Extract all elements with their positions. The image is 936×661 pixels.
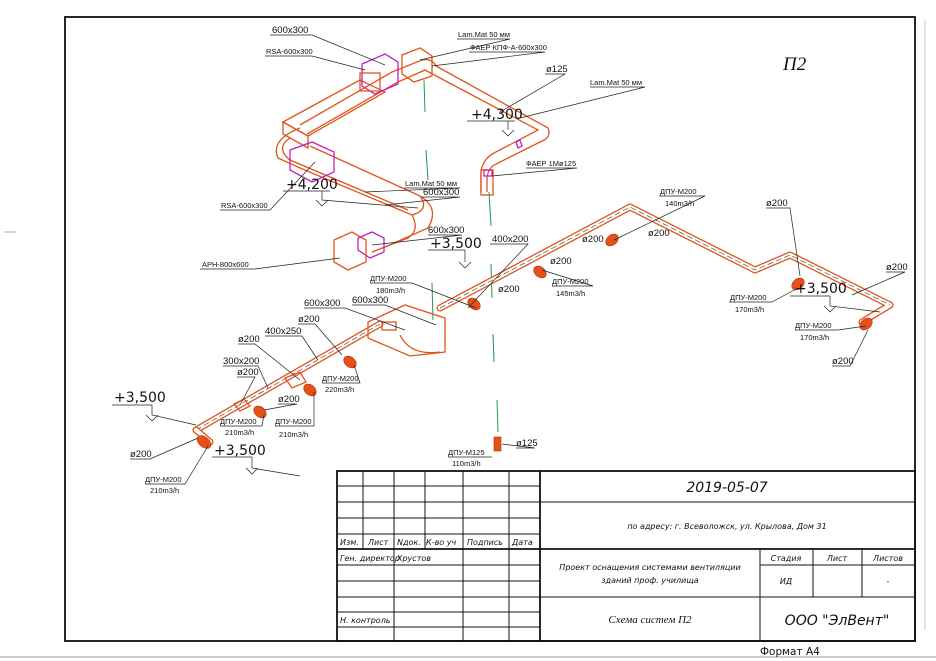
diffuser-icon xyxy=(343,355,357,369)
name-director: Хрустов xyxy=(396,554,431,563)
elevation-label: +4,300 xyxy=(471,107,523,123)
airflow-label: 145m3/h xyxy=(556,289,585,298)
header-count: К-во уч xyxy=(426,538,456,547)
duct-size-label: 600x300 xyxy=(423,187,459,198)
stage-value: ИД xyxy=(780,577,792,586)
airflow-label: 180m3/h xyxy=(376,286,405,295)
project-address: по адресу: г. Всеволожск, ул. Крылова, Д… xyxy=(627,522,826,531)
diffuser-label: ДПУ-М200 xyxy=(795,321,832,330)
company-name: ООО "ЭлВент" xyxy=(785,613,890,629)
diameter-label: ø200 xyxy=(237,367,259,378)
insulation-label: Lam.Mat 50 мм xyxy=(590,78,642,87)
diffuser-icon xyxy=(533,265,547,279)
drawing-labels: 600x300 RSA-600x300 Lam.Mat 50 мм ФАЕР К… xyxy=(114,25,908,495)
diffuser-label: ДПУ-М200 xyxy=(322,374,359,383)
project-name-line1: Проект оснащения системами вентиляции xyxy=(559,563,740,572)
damper-label: RSA-600x300 xyxy=(266,47,313,56)
diffuser-label: ДПУ-М200 xyxy=(220,417,257,426)
project-name-line2: зданий проф. училища xyxy=(601,576,698,585)
diameter-label: ø200 xyxy=(130,449,152,460)
riser-lines xyxy=(423,79,499,433)
diffuser-label: ДПУ-М200 xyxy=(552,277,589,286)
header-doc-number: Nдок. xyxy=(397,538,421,547)
sheet-header: Лист xyxy=(826,554,848,563)
valve-label: ФАЕР КПФ-А-600x300 xyxy=(470,43,547,52)
upper-duct-system xyxy=(275,47,550,271)
airflow-label: 170m3/h xyxy=(735,305,764,314)
diffuser-label: ДПУ-М200 xyxy=(370,274,407,283)
duct-size-label: 600x300 xyxy=(304,298,340,309)
diameter-label: ø200 xyxy=(298,314,320,325)
diffuser-icon xyxy=(303,383,317,397)
elevation-marks xyxy=(112,120,881,477)
diameter-label: ø200 xyxy=(582,234,604,245)
airflow-label: 210m3/h xyxy=(225,428,254,437)
diffuser-label: ДПУ-М200 xyxy=(730,293,767,302)
diffuser-icon xyxy=(467,297,481,311)
diameter-label: ø200 xyxy=(886,262,908,273)
diameter-label: ø200 xyxy=(238,334,260,345)
sheets-value: - xyxy=(887,577,890,586)
elevation-label: +4,200 xyxy=(286,177,338,193)
duct-size-label: 300x200 xyxy=(223,356,259,367)
leader-lines xyxy=(130,34,906,485)
diameter-label: ø200 xyxy=(550,256,572,267)
diffuser-icon xyxy=(859,317,873,331)
diameter-label: ø200 xyxy=(498,284,520,295)
diffuser-icon xyxy=(253,405,267,419)
diameter-label: ø200 xyxy=(278,394,300,405)
diffusers xyxy=(196,233,873,452)
drawing-date: 2019-05-07 xyxy=(686,480,767,496)
format-label: Формат А4 xyxy=(760,646,820,658)
damper-label: RSA-600x300 xyxy=(221,201,268,210)
duct-size-label: 400x200 xyxy=(492,234,528,245)
duct-size-label: 400x250 xyxy=(265,326,301,337)
diffuser-icon xyxy=(791,277,805,291)
drawing-name: Схема систем П2 xyxy=(608,614,692,626)
diffuser-icon xyxy=(605,233,619,247)
airflow-label: 220m3/h xyxy=(325,385,354,394)
diameter-label: ø200 xyxy=(648,228,670,239)
duct-size-label: 600x300 xyxy=(272,25,308,36)
title-block: Изм. Лист Nдок. К-во уч Подпись Дата Ген… xyxy=(336,470,916,642)
airflow-label: 140m3/h xyxy=(665,199,694,208)
diffuser-label: ДПУ-М200 xyxy=(145,475,182,484)
diffuser-icon xyxy=(493,436,502,452)
diffuser-label: ДПУ-М200 xyxy=(660,187,697,196)
insulation-label: Lam.Mat 50 мм xyxy=(405,179,457,188)
diffuser-icon xyxy=(196,435,212,449)
header-change: Изм. xyxy=(340,538,359,547)
elevation-label: +3,500 xyxy=(430,236,482,252)
system-title: П2 xyxy=(782,54,807,75)
valve-label: ФАЕР 1Мø125 xyxy=(526,159,576,168)
airflow-label: 210m3/h xyxy=(279,430,308,439)
header-signature: Подпись xyxy=(467,538,503,547)
duct-size-label: 600x300 xyxy=(352,295,388,306)
sheets-header: Листов xyxy=(872,554,903,563)
insulation-label: Lam.Mat 50 мм xyxy=(458,30,510,39)
diameter-label: ø200 xyxy=(832,356,854,367)
elevation-label: +3,500 xyxy=(795,281,847,297)
header-date: Дата xyxy=(511,538,533,547)
elevation-label: +3,500 xyxy=(214,443,266,459)
unit-label: АРН-800x600 xyxy=(202,260,249,269)
diameter-label: ø200 xyxy=(766,198,788,209)
diffuser-label: ДПУ-М125 xyxy=(448,448,485,457)
stage-header: Стадия xyxy=(771,554,802,563)
diffuser-label: ДПУ-М200 xyxy=(275,417,312,426)
elevation-label: +3,500 xyxy=(114,390,166,406)
main-duct-system xyxy=(192,203,894,446)
role-director: Ген. директор xyxy=(340,554,400,563)
airflow-label: 210m3/h xyxy=(150,486,179,495)
duct-size-label: 600x300 xyxy=(428,225,464,236)
diameter-label: ø125 xyxy=(546,64,568,75)
header-sheet: Лист xyxy=(367,538,389,547)
airflow-label: 170m3/h xyxy=(800,333,829,342)
diameter-label: ø125 xyxy=(516,438,538,449)
role-control: Н. контроль xyxy=(340,616,391,625)
airflow-label: 110m3/h xyxy=(452,459,481,468)
